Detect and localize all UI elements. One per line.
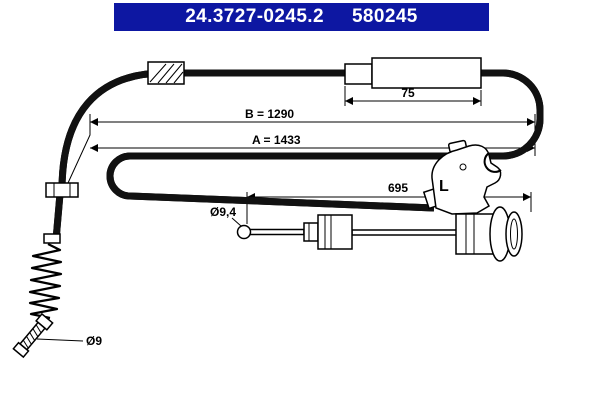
dim-695-label: 695 [388, 181, 408, 195]
bracket-hook [483, 152, 502, 173]
adjuster-rod-right [351, 229, 459, 236]
adjuster-sleeve-small [303, 222, 319, 242]
mounting-bracket-left [45, 182, 79, 198]
adjuster-sleeve-large [317, 214, 353, 250]
part-number: 24.3727-0245.2 [185, 6, 324, 27]
mounting-bracket-detail [53, 183, 71, 197]
ball-end [236, 224, 252, 240]
cable-fittings [147, 57, 482, 89]
adjuster-sleeve-large-lines [324, 215, 332, 249]
right-end-assembly [236, 139, 523, 262]
end-disc-inner [510, 218, 518, 250]
cable-ferrule-hatch [149, 63, 184, 84]
dia-rod-leader [36, 338, 84, 342]
dia-ball-leader [231, 217, 242, 227]
cable-coil [56, 69, 544, 240]
threaded-rod-end [12, 312, 54, 359]
lower-cable-core [56, 194, 60, 240]
rod-thread-hatch [22, 324, 42, 349]
reference-number: 580245 [351, 6, 418, 27]
end-disc [505, 211, 523, 257]
diameter-ball-label: Ø9,4 [210, 205, 236, 219]
dim-b-label: B = 1290 [245, 107, 294, 121]
header-bar: 24.3727-0245.2 580245 [114, 3, 489, 31]
bracket-bolt-hole [459, 163, 467, 171]
bellows-collar [43, 233, 61, 244]
bellows-boot [28, 243, 63, 320]
diameter-rod-label: Ø9 [86, 334, 102, 348]
dim-a-label: A = 1433 [252, 133, 301, 147]
left-end-assembly [12, 182, 79, 359]
dim-75-label: 75 [401, 86, 415, 100]
cable-sleeve-large [371, 57, 482, 89]
adjuster-rod [249, 228, 305, 236]
equalizer-bracket [431, 144, 502, 215]
cylinder-flange-lines [465, 214, 475, 254]
bracket-marking-l: L [439, 178, 449, 195]
rod-tip [12, 341, 30, 359]
cable-sleeve-step [344, 63, 373, 85]
